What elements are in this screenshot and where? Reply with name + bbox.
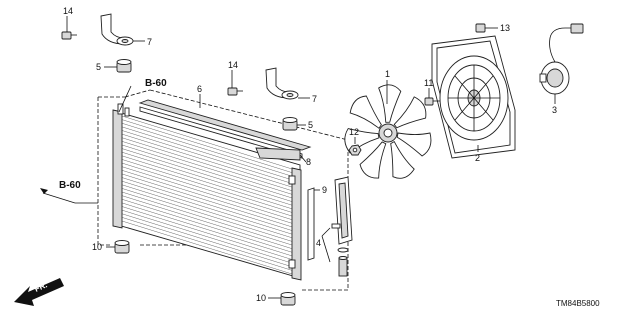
callout-condenser-bracket-1: 7: [147, 37, 152, 47]
callout-fan-blade: 1: [385, 69, 390, 79]
callout-condenser-bracket-2: 7: [312, 94, 317, 104]
fan-blade-vane: [359, 141, 387, 179]
flange-bolt-middle: [227, 87, 243, 96]
mount-cushion-upper: [116, 59, 132, 73]
fan-nut: [348, 144, 362, 156]
mount-cushion-bottom-right: [280, 292, 296, 306]
callout-condenser: 6: [197, 84, 202, 94]
mount-cushion-bottom-left: [114, 240, 130, 254]
side-seal: [307, 187, 315, 261]
seal-strip: [255, 147, 301, 161]
flange-bolt-upper: [61, 31, 77, 40]
callout-mount-cushion-bottom-1: 10: [92, 242, 102, 252]
callout-receiver-assy: 4: [316, 238, 321, 248]
fan-motor: [539, 23, 584, 95]
fan-blade-vane: [396, 132, 432, 157]
receiver-assy: [331, 176, 353, 277]
fan-blade-vane: [393, 96, 427, 129]
callout-motor: 3: [552, 105, 557, 115]
reference-label-left: B-60: [59, 180, 81, 191]
condenser-bracket-upper: [100, 13, 134, 46]
callout-shroud-bolt: 11: [424, 78, 433, 88]
fan-shroud: [431, 35, 516, 159]
callout-numbers: 14 7 5 14 7 5 6 8 9 4 10 10 1 12 11 13 2…: [63, 6, 557, 303]
callout-mount-cushion-bottom-2: 10: [256, 293, 266, 303]
condenser-core: [112, 103, 302, 281]
callout-side-seal: 9: [322, 185, 327, 195]
fan-blade-vane: [390, 140, 415, 179]
fan-blade-vane: [349, 95, 382, 129]
reference-label-upper: B-60: [145, 78, 167, 89]
callout-fan-nut: 12: [349, 127, 359, 137]
callout-seal-strip: 8: [306, 157, 311, 167]
front-direction-arrow: FR.: [14, 278, 64, 306]
callout-flange-bolt-1: 14: [63, 6, 73, 16]
harness-clip: [475, 23, 491, 33]
callout-mount-cushion-top-1: 5: [96, 62, 101, 72]
callout-flange-bolt-2: 14: [228, 60, 238, 70]
callout-shroud: 2: [475, 153, 480, 163]
diagram-code: TM84B5800: [556, 299, 600, 308]
condenser-bracket-middle: [265, 67, 299, 100]
condenser-fins: [121, 115, 293, 275]
callout-mount-cushion-top-2: 5: [308, 120, 313, 130]
condenser-top-seal: [138, 99, 312, 159]
mount-cushion-middle: [282, 117, 298, 131]
reference-labels: B-60 B-60: [40, 78, 167, 194]
fan-blade-vane: [378, 84, 402, 123]
leader-lines: [42, 16, 556, 299]
callout-harness-clip: 13: [500, 23, 510, 33]
